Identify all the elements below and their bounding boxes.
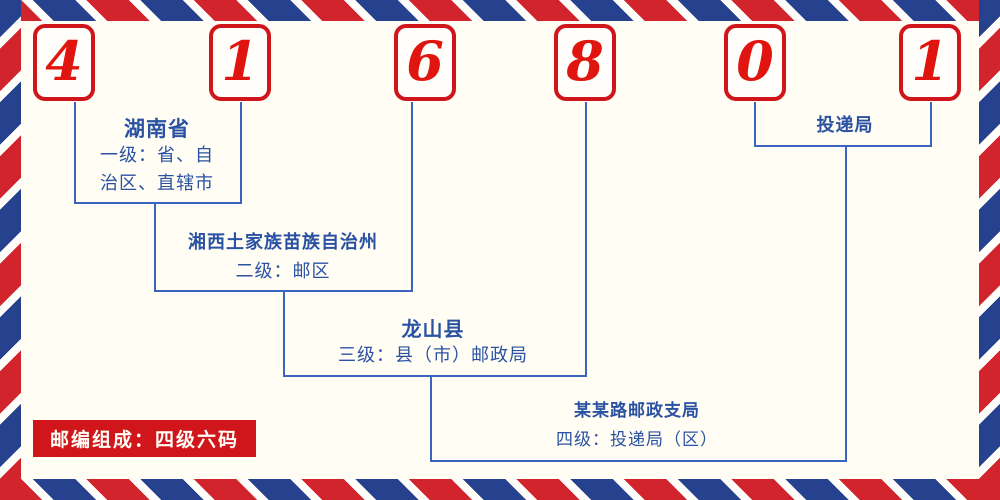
postal-digit-6: 1 (911, 28, 949, 93)
level2-bracket-right (411, 102, 413, 292)
level1-desc-line2: 治区、直辖市 (100, 172, 214, 194)
level1-bracket-right (240, 102, 242, 204)
level4-description: 四级：投递局（区） (556, 430, 718, 450)
digit-box-2: 1 (209, 24, 271, 101)
airmail-border-right (979, 0, 1000, 500)
digit-box-5: 0 (724, 24, 786, 101)
level2-region-name: 湘西土家族苗族自治州 (188, 232, 378, 253)
level2-description: 二级：邮区 (235, 261, 331, 282)
postal-digit-5: 0 (736, 28, 774, 93)
digit-box-4: 8 (554, 24, 616, 101)
level2-bracket-left (154, 204, 156, 292)
level1-bracket-bottom (74, 202, 242, 204)
digit-box-6: 1 (899, 24, 961, 101)
delivery-bracket-right (930, 102, 932, 147)
postal-composition-badge: 邮编组成：四级六码 (33, 420, 256, 457)
level3-description: 三级：县（市）邮政局 (338, 345, 528, 366)
postal-digit-1: 4 (45, 28, 83, 93)
delivery-bracket-left (754, 102, 756, 147)
airmail-border-bottom (0, 479, 1000, 500)
postal-digit-4: 8 (566, 28, 604, 93)
level3-bracket-right (585, 102, 587, 377)
level4-bracket-bottom (430, 460, 847, 462)
airmail-border-top (0, 0, 1000, 21)
level4-bracket-right (845, 147, 847, 462)
airmail-border-left (0, 0, 21, 500)
level4-bracket-left (430, 377, 432, 462)
postal-digit-3: 6 (406, 28, 444, 93)
level1-region-name: 湖南省 (124, 117, 190, 141)
level1-description: 一级：省、自 治区、直辖市 (77, 142, 237, 198)
digit-box-1: 4 (33, 24, 95, 101)
level4-region-name: 某某路邮政支局 (574, 401, 700, 421)
digit-box-3: 6 (394, 24, 456, 101)
level1-desc-line1: 一级：省、自 (100, 145, 214, 166)
level1-bracket-left (74, 102, 76, 204)
postal-digit-2: 1 (221, 28, 259, 93)
level3-region-name: 龙山县 (401, 317, 465, 341)
delivery-bracket-bottom (754, 145, 932, 147)
delivery-bureau-label: 投递局 (816, 115, 874, 136)
level2-bracket-bottom (154, 290, 413, 292)
level3-bracket-bottom (283, 375, 587, 377)
level3-bracket-left (283, 292, 285, 377)
